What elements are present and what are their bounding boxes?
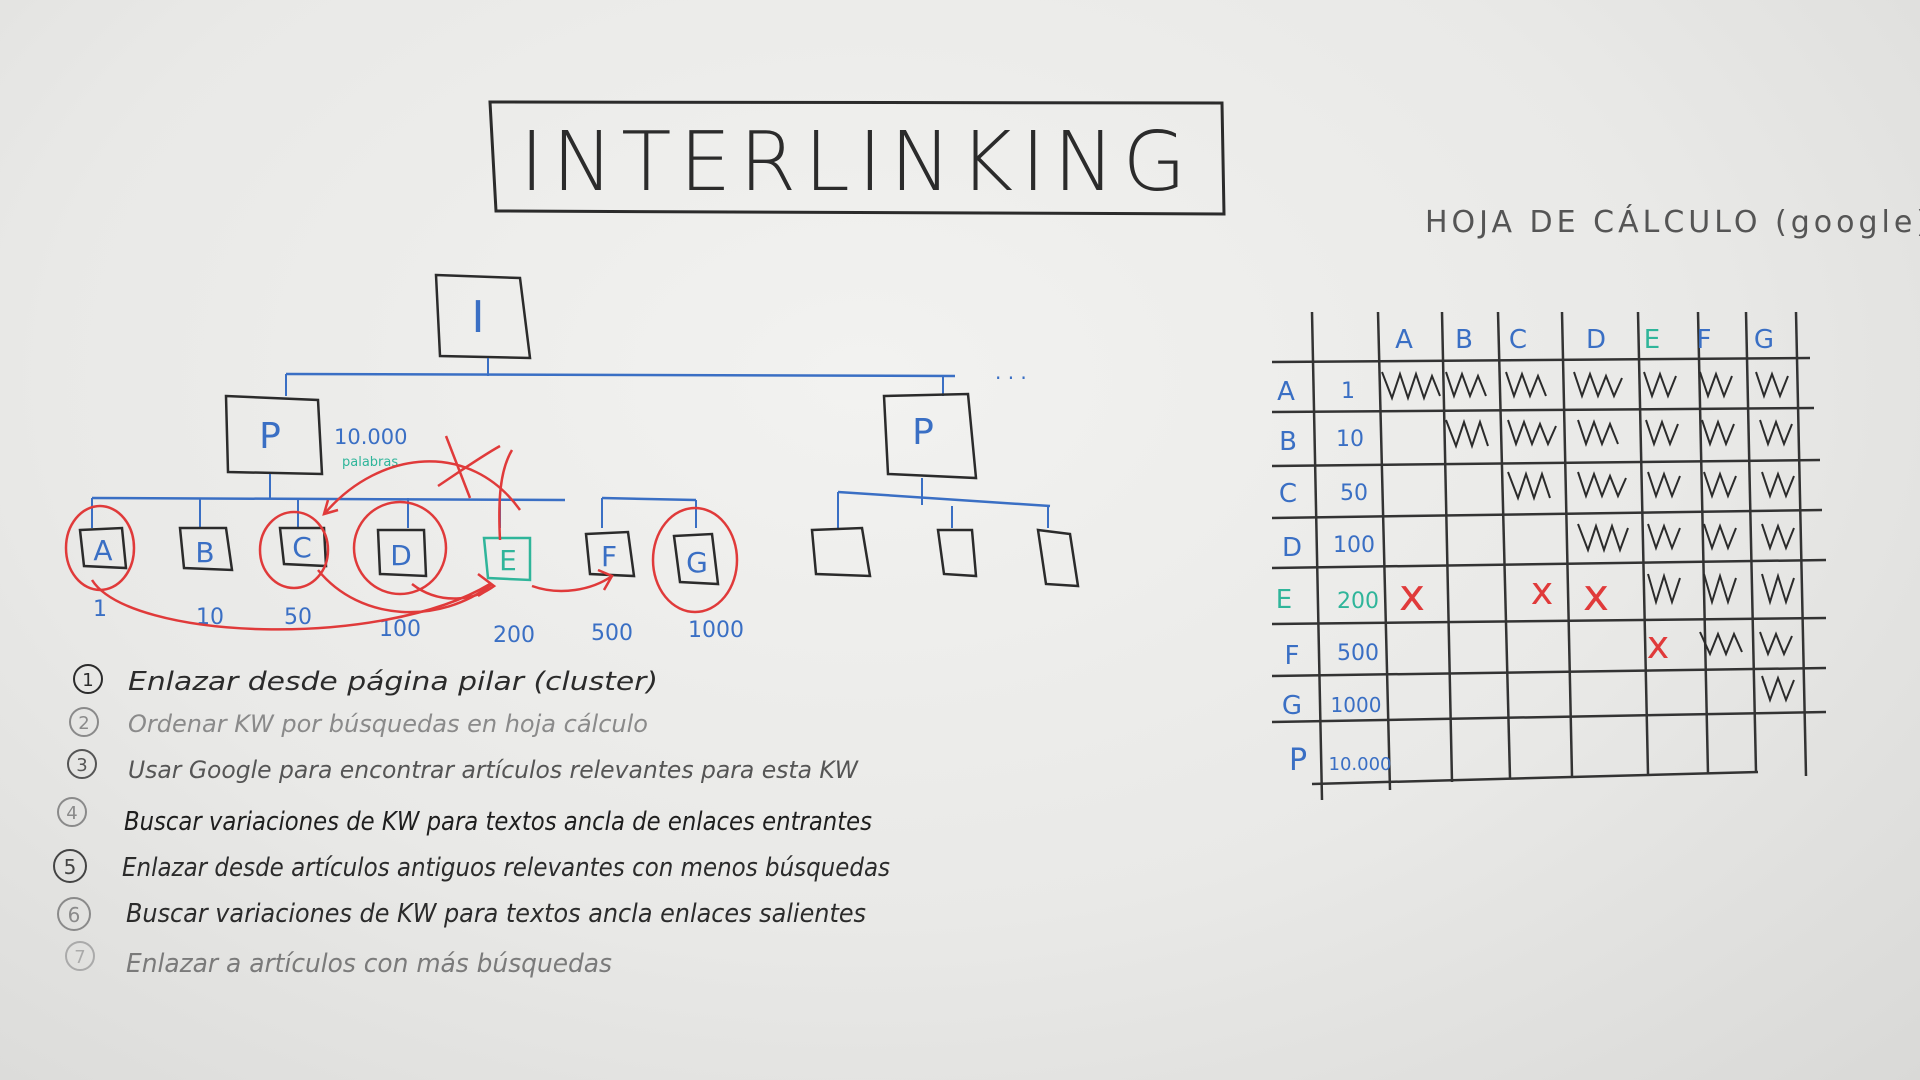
leaf-value-a: 1: [93, 597, 107, 622]
step-item: 7 Enlazar a artículos con más búsquedas: [65, 941, 612, 979]
spreadsheet: A B C D E F G A B C D E F G P 1 10 50 10…: [1271, 311, 1827, 801]
leaf-label-a: A: [93, 534, 112, 567]
leaf-label-e: E: [499, 544, 517, 577]
sheet-x-mark: x: [1647, 623, 1670, 667]
step-text: Enlazar a artículos con más búsquedas: [126, 949, 612, 979]
leaf-nodes: [78, 526, 720, 586]
sheet-col-e: E: [1644, 325, 1660, 355]
pillar-right-box: [882, 392, 978, 480]
step-item: 5 Enlazar desde artículos antiguos relev…: [53, 849, 890, 883]
title-box: INTERLINKING: [488, 100, 1226, 216]
sheet-row-label-b: B: [1279, 427, 1297, 457]
step-text: Buscar variaciones de KW para textos anc…: [124, 807, 872, 837]
tree-diagram: I · · · P 10.000 palabras P: [64, 273, 1080, 648]
step-number: 3: [76, 755, 87, 776]
sheet-title: HOJA DE CÁLCULO (google): [1425, 204, 1920, 240]
step-number: 1: [82, 670, 93, 691]
sheet-row-value-a: 1: [1341, 379, 1355, 404]
leaf-value-f: 500: [591, 621, 633, 646]
sheet-x-mark: x: [1399, 570, 1425, 621]
step-text: Ordenar KW por búsquedas en hoja cálculo: [128, 710, 648, 738]
step-number: 2: [78, 713, 89, 734]
step-number: 4: [66, 803, 77, 824]
pillar-left-box: [224, 394, 324, 476]
pillar-right-leaf-box: [810, 526, 872, 578]
step-text: Usar Google para encontrar artículos rel…: [128, 756, 859, 784]
sheet-col-f: F: [1697, 325, 1712, 355]
pillar-left-note: palabras: [342, 455, 398, 470]
leaf-label-b: B: [195, 536, 214, 569]
leaf-value-d: 100: [379, 617, 421, 642]
sheet-row-label-d: D: [1282, 533, 1302, 563]
step-number: 6: [68, 903, 81, 927]
sheet-col-d: D: [1586, 325, 1606, 355]
sheet-row-value-c: 50: [1340, 481, 1368, 506]
step-item: 4 Buscar variaciones de KW para textos a…: [57, 797, 872, 837]
red-annotations: [64, 435, 739, 631]
leaf-label-c: C: [292, 531, 312, 564]
step-text: Enlazar desde página pilar (cluster): [128, 667, 658, 697]
sheet-col-a: A: [1395, 325, 1413, 355]
step-number: 5: [64, 855, 77, 879]
hatched-cells: [1381, 370, 1795, 704]
sheet-col-b: B: [1455, 325, 1473, 355]
sheet-row-value-e: 200: [1337, 589, 1379, 614]
pillar-right-label: P: [912, 412, 934, 453]
tree-ellipsis: · · ·: [995, 366, 1027, 390]
step-number: 7: [74, 947, 85, 968]
title-text: INTERLINKING: [520, 115, 1194, 210]
leaf-value-g: 1000: [688, 618, 744, 643]
steps-list: 1 Enlazar desde página pilar (cluster) 2…: [53, 664, 890, 979]
leaf-value-e: 200: [493, 623, 535, 648]
sheet-row-label-p: P: [1289, 743, 1307, 778]
sheet-row-label-g: G: [1282, 691, 1302, 721]
pillar-left-label: P: [259, 416, 281, 457]
root-node-label: I: [472, 292, 485, 343]
root-node-box: [434, 273, 532, 360]
sheet-col-g: G: [1754, 325, 1774, 355]
step-item: 1 Enlazar desde página pilar (cluster): [73, 664, 658, 697]
leaf-label-f: F: [601, 540, 617, 573]
leaf-label-g: G: [686, 546, 708, 579]
pillar-right-leaf-box: [1036, 528, 1080, 588]
pillar-right-leaf-box: [936, 528, 978, 578]
sheet-row-label-f: F: [1285, 641, 1300, 671]
sheet-x-mark: x: [1583, 570, 1609, 621]
step-item: 6 Buscar variaciones de KW para textos a…: [57, 897, 866, 931]
sheet-row-value-g: 1000: [1331, 693, 1382, 717]
step-item: 3 Usar Google para encontrar artículos r…: [67, 749, 859, 784]
sheet-x-mark: x: [1531, 569, 1554, 613]
sheet-row-label-a: A: [1277, 377, 1295, 407]
step-text: Enlazar desde artículos antiguos relevan…: [122, 853, 890, 883]
sheet-row-value-p: 10.000: [1329, 754, 1392, 775]
pillar-left-value: 10.000: [334, 425, 407, 449]
step-item: 2 Ordenar KW por búsquedas en hoja cálcu…: [69, 707, 648, 738]
sheet-row-value-d: 100: [1333, 533, 1375, 558]
sheet-row-label-c: C: [1279, 479, 1297, 509]
step-text: Buscar variaciones de KW para textos anc…: [126, 899, 866, 929]
sheet-row-value-b: 10: [1336, 427, 1364, 452]
leaf-label-d: D: [390, 539, 412, 572]
leaf-value-c: 50: [284, 605, 312, 630]
sheet-row-label-e: E: [1276, 585, 1292, 615]
sheet-row-value-f: 500: [1337, 641, 1379, 666]
sheet-col-c: C: [1509, 325, 1527, 355]
